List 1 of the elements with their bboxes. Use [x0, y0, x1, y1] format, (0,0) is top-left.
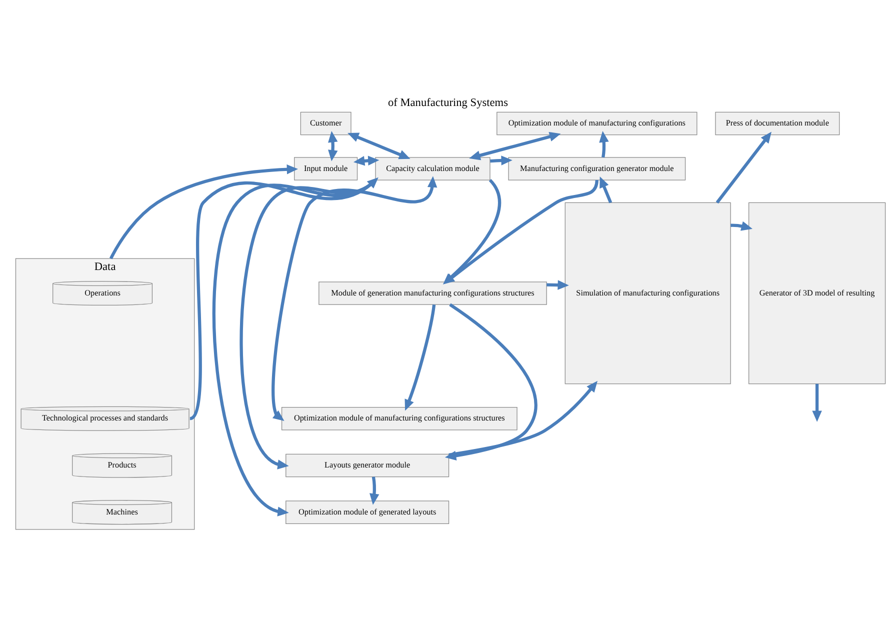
diagram-title: of Manufacturing Systems: [388, 96, 508, 109]
